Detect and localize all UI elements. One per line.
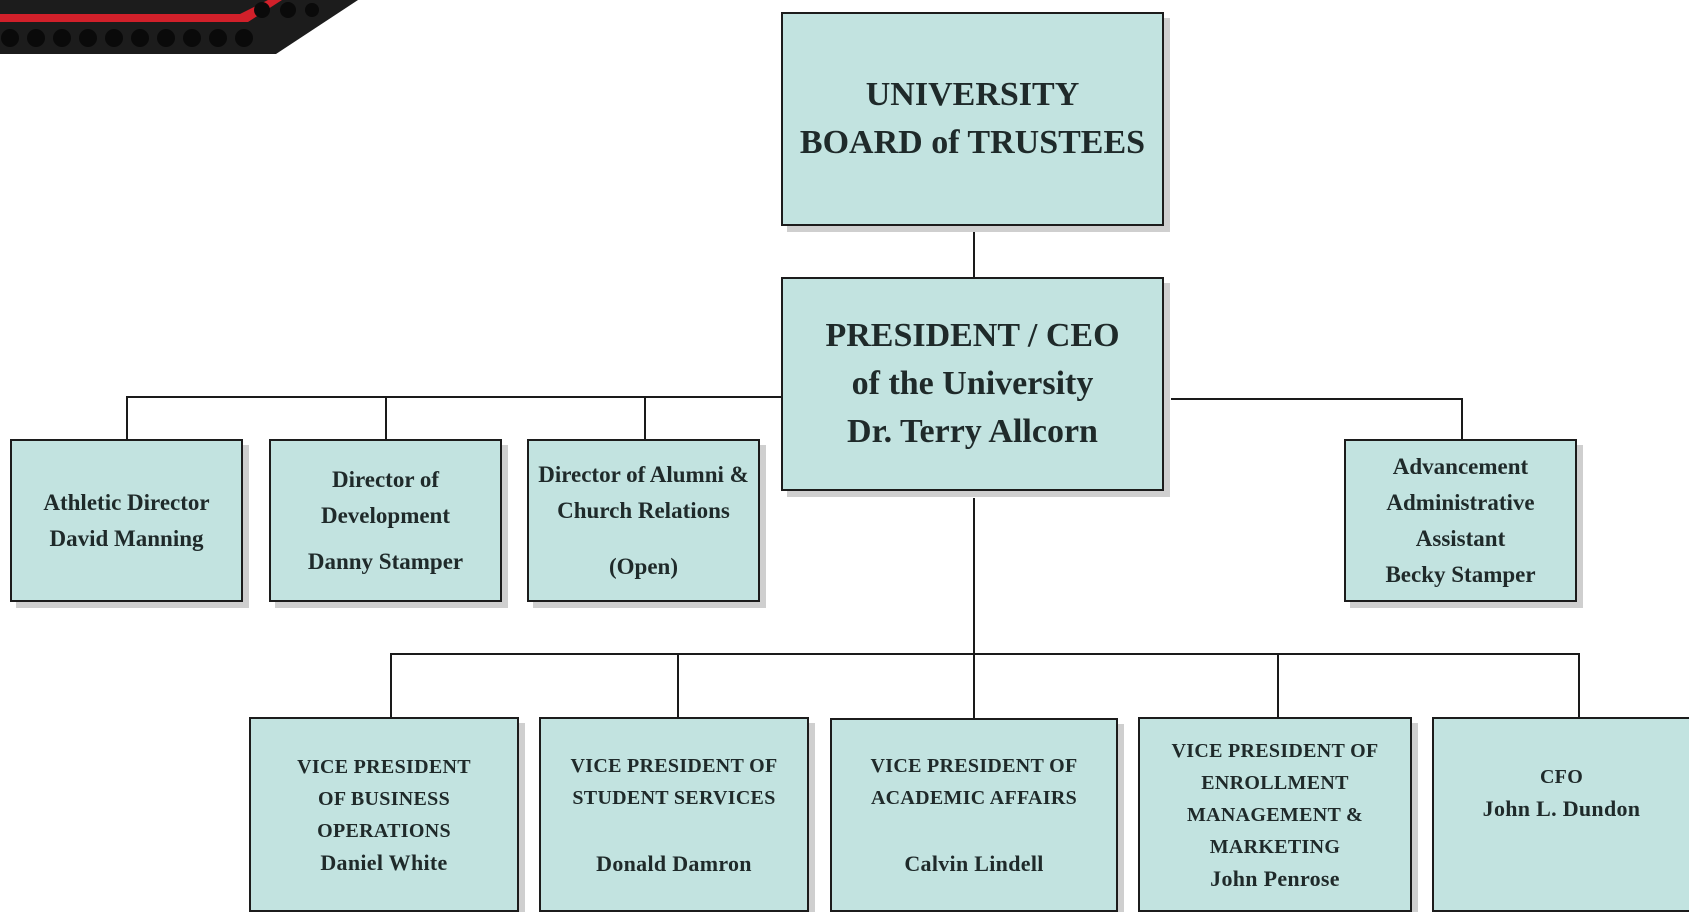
vp-business-title-line1: VICE PRESIDENT [297, 755, 471, 778]
connector-vp-enrollment [1277, 653, 1279, 717]
director-alumni-box: Director of Alumni & Church Relations (O… [527, 439, 760, 602]
connector-vp-academic [973, 653, 975, 719]
cfo-box: CFO John L. Dundon [1432, 717, 1689, 912]
cfo-name: John L. Dundon [1482, 796, 1641, 821]
development-title-line2: Development [320, 502, 451, 528]
connector-staff-left-horizontal [126, 396, 782, 398]
vp-enrollment-marketing-box: VICE PRESIDENT OF ENROLLMENT MANAGEMENT … [1138, 717, 1412, 912]
development-title-line1: Director of [331, 466, 440, 492]
advancement-assistant-box: Advancement Administrative Assistant Bec… [1344, 439, 1577, 602]
connector-athletic [126, 396, 128, 440]
connector-vps-horizontal [390, 653, 1580, 655]
president-title-line2: of the University [851, 365, 1094, 402]
vp-academic-title-line2: ACADEMIC AFFAIRS [870, 787, 1078, 809]
president-name: Dr. Terry Allcorn [847, 413, 1098, 450]
connector-vp-student [677, 653, 679, 717]
vp-student-title-line2: STUDENT SERVICES [572, 786, 776, 809]
vp-business-title-line2: OF BUSINESS [317, 787, 451, 810]
board-title-line2: BOARD of TRUSTEES [799, 124, 1146, 161]
cfo-title: CFO [1539, 766, 1584, 788]
connector-development [385, 396, 387, 440]
vp-student-name: Donald Damron [596, 850, 752, 876]
president-box: PRESIDENT / CEO of the University Dr. Te… [781, 277, 1164, 491]
vp-business-name: Daniel White [320, 849, 448, 875]
vp-business-operations-box: VICE PRESIDENT OF BUSINESS OPERATIONS Da… [249, 717, 519, 912]
alumni-title-line2: Church Relations [557, 497, 730, 523]
vp-enrollment-title-line1: VICE PRESIDENT OF [1171, 739, 1379, 762]
vp-student-services-box: VICE PRESIDENT OF STUDENT SERVICES Donal… [539, 717, 809, 912]
advancement-title-line3: Assistant [1415, 525, 1506, 551]
athletic-director-box: Athletic Director David Manning [10, 439, 243, 602]
vp-student-title-line1: VICE PRESIDENT OF [570, 754, 778, 777]
advancement-title-line2: Administrative [1386, 489, 1535, 515]
connector-cfo [1578, 653, 1580, 718]
connector-alumni [644, 396, 646, 440]
vp-business-title-line3: OPERATIONS [317, 819, 451, 842]
athletic-director-name: David Manning [49, 525, 204, 551]
connector-advancement [1461, 398, 1463, 440]
connector-vp-business [390, 653, 392, 718]
board-of-trustees-box: UNIVERSITY BOARD of TRUSTEES [781, 12, 1164, 226]
board-title-line1: UNIVERSITY [865, 76, 1080, 113]
vp-enrollment-title-line4: MARKETING [1209, 835, 1341, 858]
vp-academic-name: Calvin Lindell [904, 851, 1044, 876]
vp-enrollment-name: John Penrose [1210, 865, 1340, 891]
connector-president-vps [973, 498, 975, 655]
development-name: Danny Stamper [307, 548, 464, 574]
athletic-director-title: Athletic Director [43, 489, 210, 515]
advancement-title-line1: Advancement [1392, 453, 1529, 479]
connector-board-president [973, 226, 975, 278]
vp-enrollment-title-line2: ENROLLMENT [1201, 771, 1349, 794]
advancement-name: Becky Stamper [1385, 561, 1536, 587]
president-title-line1: PRESIDENT / CEO [825, 317, 1120, 354]
vp-academic-title-line1: VICE PRESIDENT OF [870, 755, 1078, 777]
connector-staff-right-horizontal [1171, 398, 1463, 400]
vp-enrollment-title-line3: MANAGEMENT & [1186, 803, 1363, 826]
vp-academic-affairs-box: VICE PRESIDENT OF ACADEMIC AFFAIRS Calvi… [830, 718, 1118, 912]
alumni-name: (Open) [609, 553, 678, 579]
director-development-box: Director of Development Danny Stamper [269, 439, 502, 602]
header-decor-band [0, 0, 358, 54]
alumni-title-line1: Director of Alumni & [538, 461, 749, 487]
